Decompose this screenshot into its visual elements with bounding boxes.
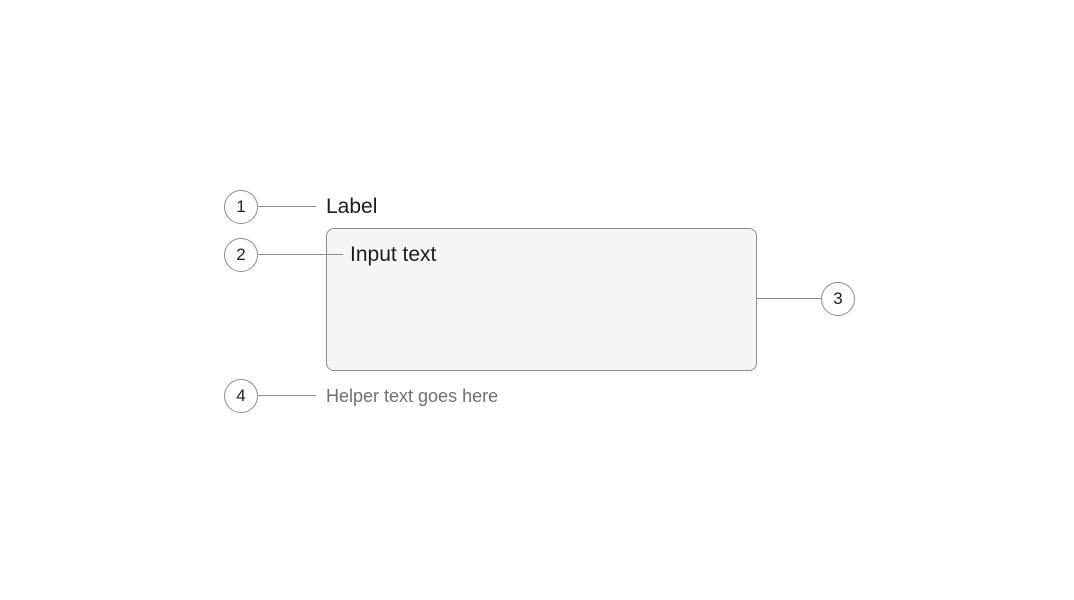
callout-4: 4 xyxy=(224,379,258,413)
field-label: Label xyxy=(326,195,378,218)
input-text: Input text xyxy=(350,243,437,266)
callout-2-leader-line xyxy=(258,254,343,255)
callout-2: 2 xyxy=(224,238,258,272)
callout-4-number: 4 xyxy=(236,386,246,405)
helper-text: Helper text goes here xyxy=(326,386,499,406)
callout-1-number: 1 xyxy=(236,197,246,216)
callout-2-number: 2 xyxy=(236,245,246,264)
callout-3: 3 xyxy=(821,282,855,316)
callout-1-leader-line xyxy=(258,206,316,207)
callout-3-number: 3 xyxy=(833,289,843,308)
callout-3-leader-line xyxy=(757,298,822,299)
callout-1: 1 xyxy=(224,190,258,224)
text-area-container[interactable] xyxy=(326,228,757,371)
callout-4-leader-line xyxy=(258,395,316,396)
